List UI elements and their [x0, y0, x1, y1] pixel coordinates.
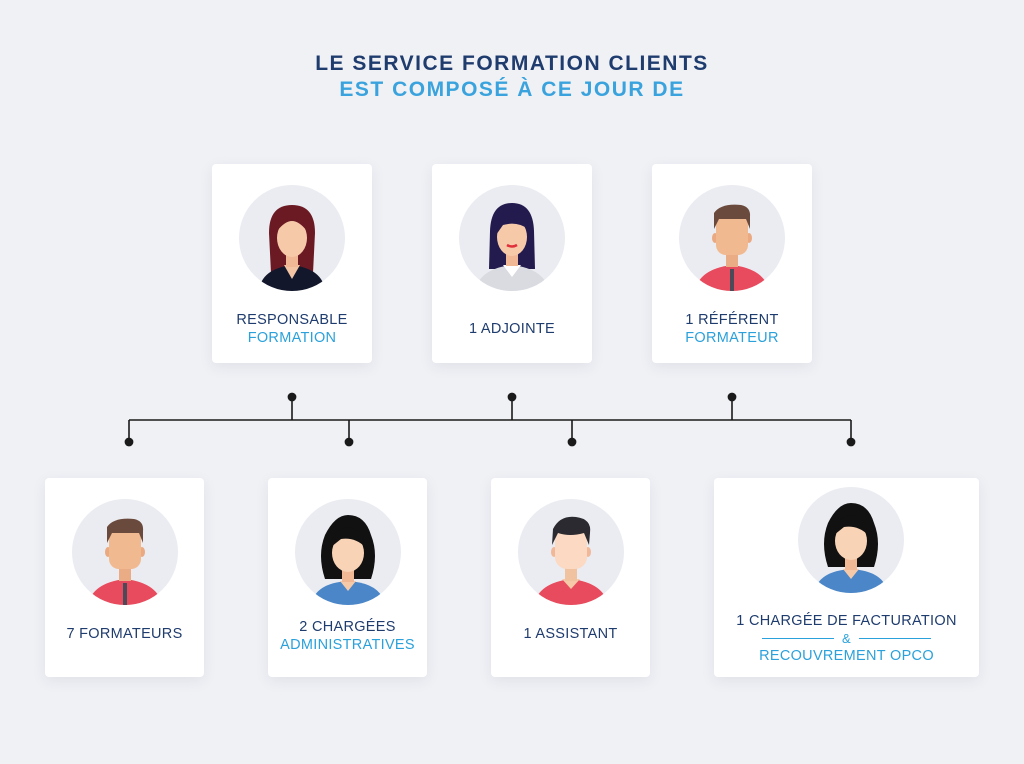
divider-line: [762, 637, 834, 640]
divider-line: [858, 637, 931, 640]
page-title: LE SERVICE FORMATION CLIENTS: [315, 52, 709, 75]
card-label: 7 FORMATEURS: [66, 626, 183, 642]
card-sublabel: RECOUVREMENT OPCO: [759, 648, 934, 664]
woman-dark-hair-icon: [459, 185, 565, 291]
card-label: RESPONSABLE: [236, 312, 348, 328]
card-responsable-formation: RESPONSABLE FORMATION: [212, 164, 372, 363]
card-chargee-facturation: 1 CHARGÉE DE FACTURATION & RECOUVREMENT …: [714, 478, 979, 677]
card-sublabel: ADMINISTRATIVES: [280, 637, 415, 653]
card-label: 1 CHARGÉE DE FACTURATION: [736, 613, 957, 629]
man-black-hair-icon: [518, 499, 624, 605]
card-referent-formateur: 1 RÉFÉRENT FORMATEUR: [652, 164, 812, 363]
woman-black-hair-icon: [798, 487, 904, 593]
card-sublabel: FORMATEUR: [685, 330, 779, 346]
card-label: 1 ADJOINTE: [469, 321, 555, 337]
page-subtitle: EST COMPOSÉ À CE JOUR DE: [339, 78, 685, 101]
card-chargees-administratives: 2 CHARGÉES ADMINISTRATIVES: [268, 478, 427, 677]
card-label: 2 CHARGÉES: [299, 619, 396, 635]
man-red-shirt-icon: [679, 185, 785, 291]
ampersand: &: [842, 630, 851, 646]
card-adjointe: 1 ADJOINTE: [432, 164, 592, 363]
card-formateurs: 7 FORMATEURS: [45, 478, 204, 677]
card-sublabel: FORMATION: [247, 330, 337, 346]
card-label: 1 RÉFÉRENT: [685, 312, 779, 328]
card-assistant: 1 ASSISTANT: [491, 478, 650, 677]
woman-black-hair-icon: [295, 499, 401, 605]
card-label: 1 ASSISTANT: [523, 626, 618, 642]
man-red-shirt-icon: [72, 499, 178, 605]
woman-red-hair-icon: [239, 185, 345, 291]
